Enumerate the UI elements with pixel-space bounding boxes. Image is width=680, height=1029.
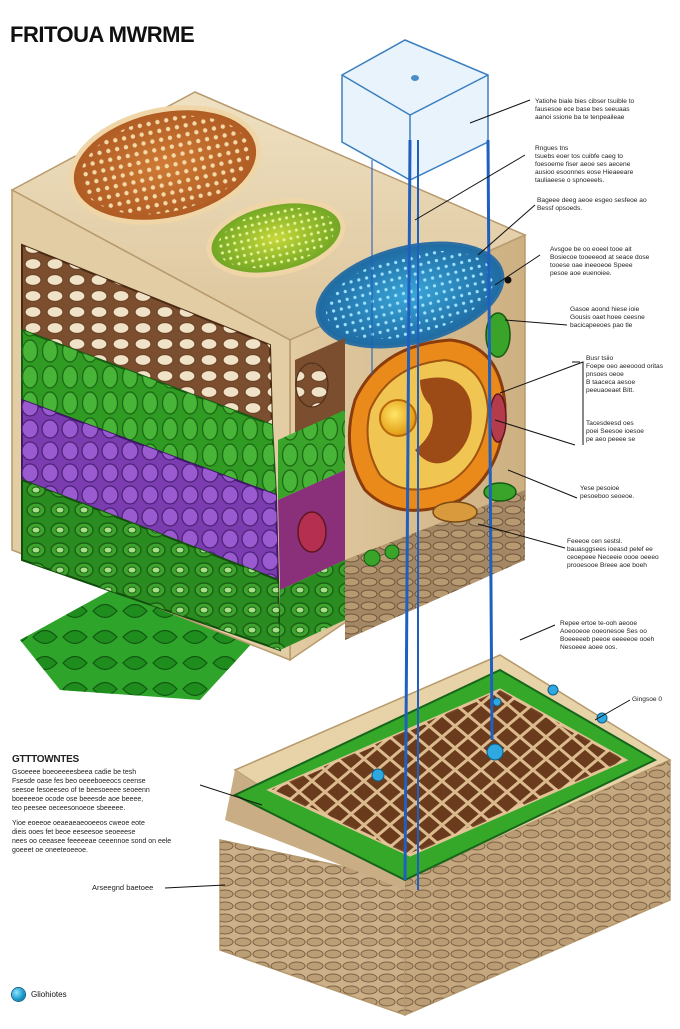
bottom-callout-label: Arseegnd baetoee	[92, 883, 154, 892]
description-block: GTTTOWNTES Gsoeeee boeoeeeesbeea cadie b…	[12, 755, 202, 861]
callout-label-8: Yese pesoioe pesoeboo seoeoe.	[580, 485, 635, 500]
callout-label-3: Bageee deeg aeoe esgeo sesfeoe ao Bessf …	[537, 197, 647, 212]
leaf-sheet	[20, 585, 255, 700]
callout-label-4: Avsgoe be oo eoeel tooe ait Bosiecoe too…	[550, 246, 650, 277]
callout-label-7: Tacesdeesd oes poei Seesoe ioesoe pe aeo…	[586, 420, 644, 443]
upper-tissue-block	[10, 91, 527, 662]
callout-label-9: Feeeoe cen sestsl. bauasggsees ioeasd pe…	[567, 538, 659, 569]
callout-label-5: Gasoe aoond hiese ioie Gousis oaet hoee …	[570, 306, 645, 329]
blue-droplet-icon	[12, 988, 25, 1001]
lower-soil-block	[219, 654, 672, 1017]
probe-tube	[341, 39, 494, 890]
callout-label-10: Repee ertoe te-ooh aeooe Aoeooeoe ooeone…	[560, 620, 655, 651]
diagram-title: FRITOUA MWRME	[10, 22, 195, 47]
leader-lines	[164, 99, 631, 889]
description-paragraph-1: Gsoeeee boeoeeeesbeea cadie be tesh Fses…	[12, 769, 150, 812]
callout-label-1: Yatiohe biale bies cibser tsuible to fau…	[535, 98, 635, 121]
legend-label: Gliohiotes	[31, 990, 67, 999]
description-heading: GTTTOWNTES	[12, 754, 79, 765]
description-paragraph-2: Yioe eoeeoe oeaeaeaeooeeos cweoe eote di…	[12, 820, 172, 854]
legend: Gliohiotes	[12, 988, 67, 1001]
callout-label-11: Gingsoe 0	[632, 696, 663, 703]
callout-label-6: Busr tsiio Foepe oeo aeeoood oritas pnso…	[586, 355, 663, 394]
callout-label-2: Rngues tns tsuebs eoer tos cuibfe caeg t…	[535, 145, 634, 184]
